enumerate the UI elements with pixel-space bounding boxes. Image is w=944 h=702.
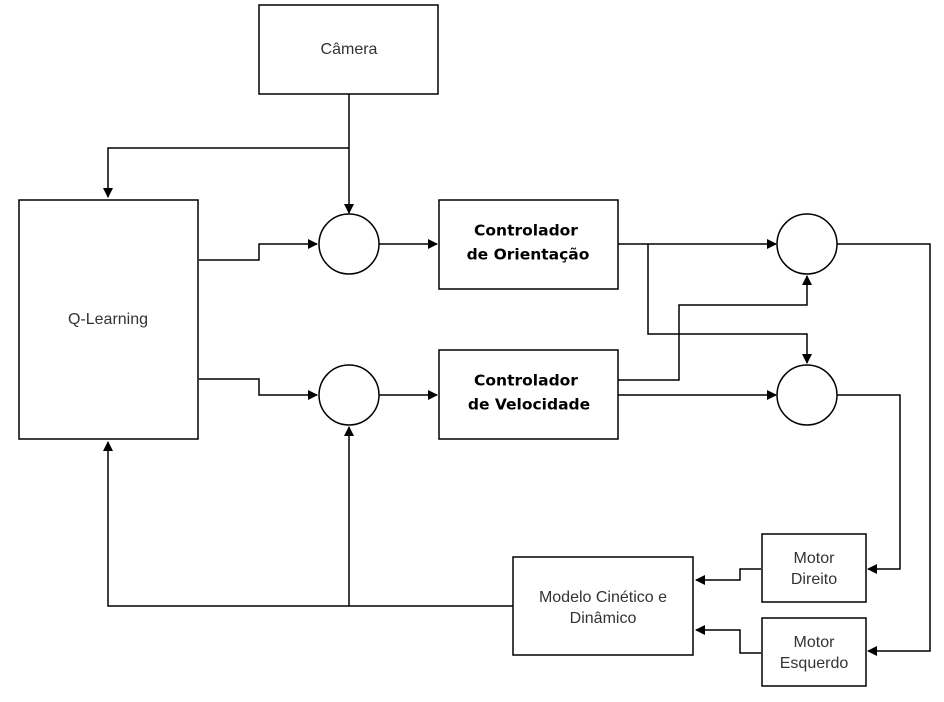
model-label-line2: Dinâmico [570,610,637,627]
summing-junction-2 [318,364,380,426]
summing-junction-4 [776,364,838,426]
edge-model-feedback [103,441,513,607]
edge-sum4-motor-right [837,394,901,574]
edge-sum3-motor-left [837,243,931,656]
edge-qlearning-sum2 [199,378,318,400]
edges [103,94,931,656]
qlearning-block: Q-Learning [18,199,199,440]
velocity-controller-block: Controlador de Velocidade [438,349,619,440]
orientation-controller-label-line2: de Orientação [467,246,590,264]
model-label-line1: Modelo Cinético e [539,589,667,606]
velocity-controller-label-line2: de Velocidade [468,396,590,414]
summing-junction-3 [776,213,838,275]
velocity-controller-label-line1: Controlador [474,372,578,390]
model-block: Modelo Cinético e Dinâmico [512,556,694,656]
edge-motor-right-model [695,568,761,585]
edge-motor-left-model [695,625,761,654]
orientation-controller-block: Controlador de Orientação [438,199,619,290]
motor-left-label-line2: Esquerdo [780,655,849,672]
edge-camera-qlearning [103,147,349,198]
motor-right-block: Motor Direito [761,533,867,603]
edge-velocity-sum3 [618,275,812,381]
motor-left-block: Motor Esquerdo [761,617,867,687]
edge-qlearning-sum1 [199,239,318,261]
motor-left-label-line1: Motor [794,634,836,651]
qlearning-label: Q-Learning [68,311,148,328]
orientation-controller-label-line1: Controlador [474,222,578,240]
edge-orientation-sum4 [647,244,812,364]
motor-right-label-line2: Direito [791,571,837,588]
summing-junction-1 [318,213,380,275]
motor-right-label-line1: Motor [794,550,836,567]
camera-block: Câmera [258,4,439,95]
camera-label: Câmera [321,41,378,58]
